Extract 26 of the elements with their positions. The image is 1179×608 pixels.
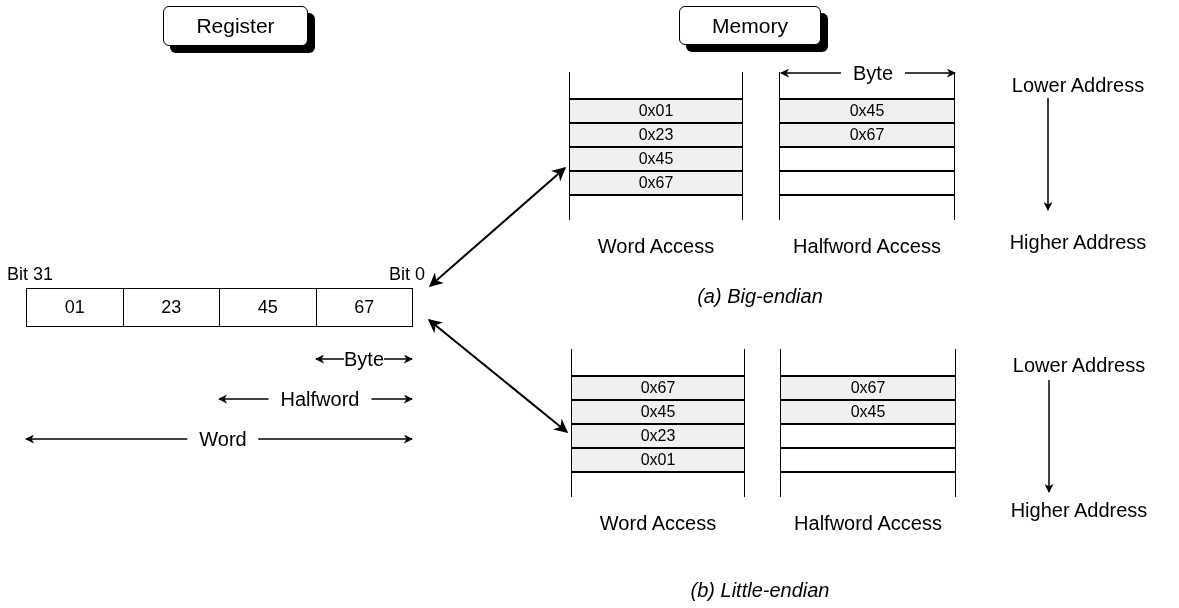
memory-cell: 0x45: [780, 98, 954, 122]
double-arrow: [427, 319, 569, 433]
memory-cell: 0x45: [781, 399, 955, 423]
column-heading: Halfword Access: [793, 511, 943, 536]
memory-cell: 0x67: [780, 122, 954, 146]
register-byte-cell: 23: [122, 289, 219, 326]
memory-cell: 0x45: [572, 399, 744, 423]
double-arrow: [428, 167, 567, 287]
memory-cell: 0x67: [781, 375, 955, 399]
memory-cell: 0x23: [572, 423, 744, 447]
column-heading: Word Access: [598, 511, 718, 536]
column-heading: Word Access: [596, 234, 716, 259]
memory-cell: 0x67: [570, 170, 742, 196]
empty-memory-cell: [780, 170, 954, 196]
register-byte-cell: 67: [315, 289, 412, 326]
bit-label: Bit 31: [7, 263, 54, 286]
memory-cell: 0x23: [570, 122, 742, 146]
memory-cell: 0x45: [570, 146, 742, 170]
column-heading: Halfword Access: [792, 234, 942, 259]
register-byte-cell: 45: [219, 289, 316, 326]
memory-cell: 0x01: [570, 98, 742, 122]
empty-memory-cell: [781, 447, 955, 473]
register-byte-cell: 01: [27, 289, 123, 326]
memory-cell: 0x01: [572, 447, 744, 473]
memory-cell: 0x67: [572, 375, 744, 399]
bit-label: Bit 0: [388, 263, 425, 286]
